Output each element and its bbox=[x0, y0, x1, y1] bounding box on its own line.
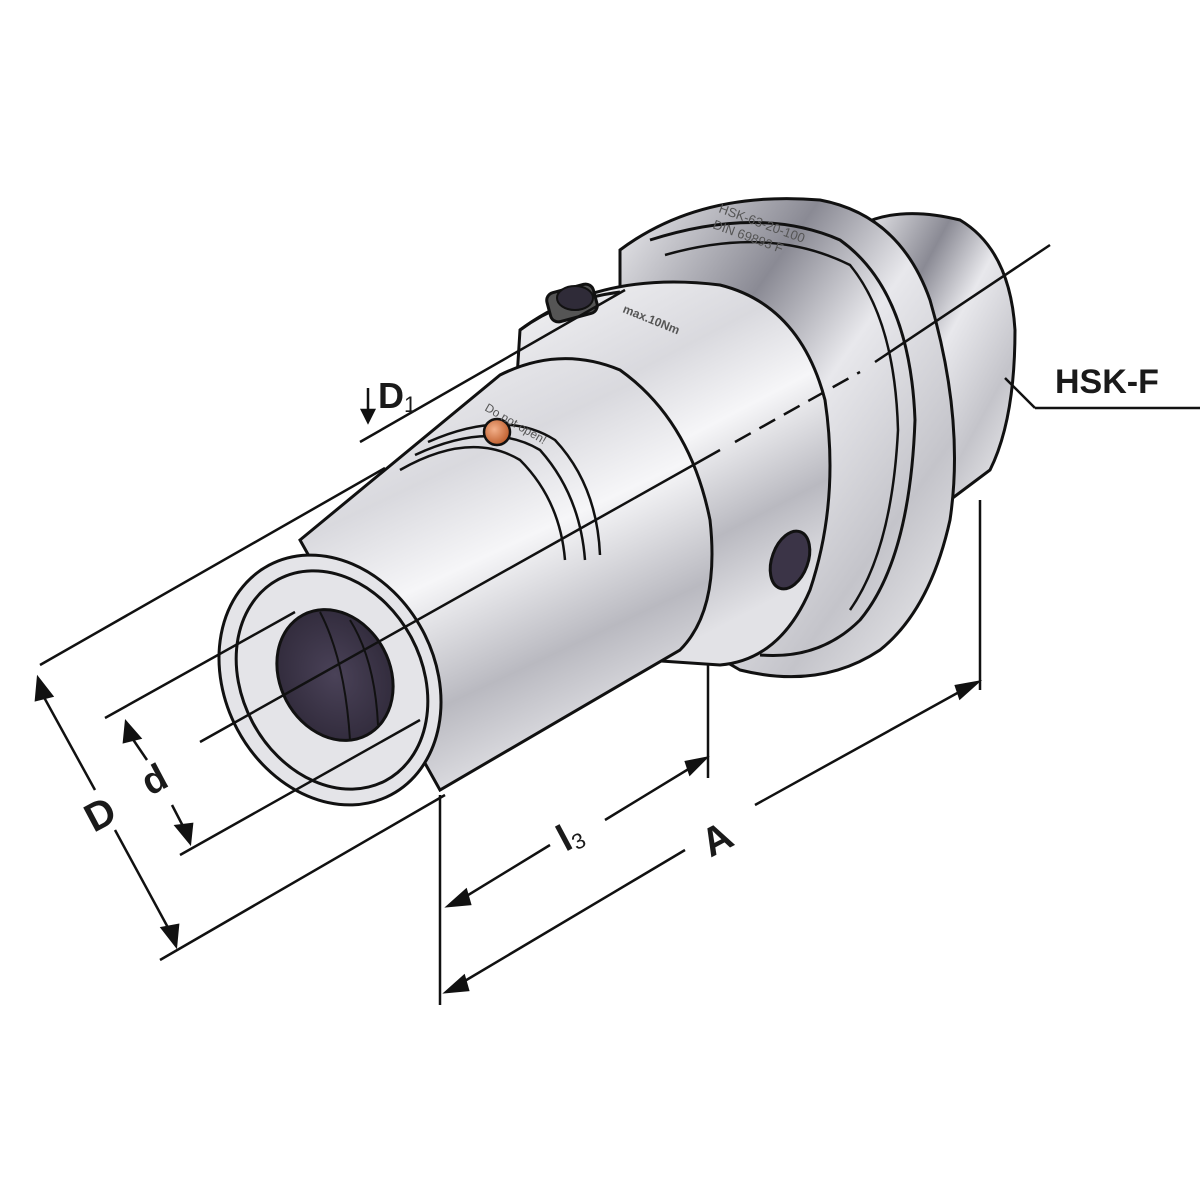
label-l3: l3 bbox=[550, 812, 590, 860]
centerline bbox=[199, 243, 1051, 744]
label-D1: D1 bbox=[378, 375, 416, 417]
sealing-screw-icon bbox=[482, 417, 512, 447]
extension-lines bbox=[39, 288, 982, 1005]
label-d: d bbox=[135, 756, 175, 804]
coolant-port-icon bbox=[768, 529, 812, 591]
label-hsk-f: HSK-F bbox=[1055, 363, 1159, 401]
dimension-arrows bbox=[34, 377, 1200, 994]
front-face bbox=[217, 553, 443, 807]
bore-icon bbox=[275, 608, 395, 742]
label-A: A bbox=[694, 813, 740, 865]
